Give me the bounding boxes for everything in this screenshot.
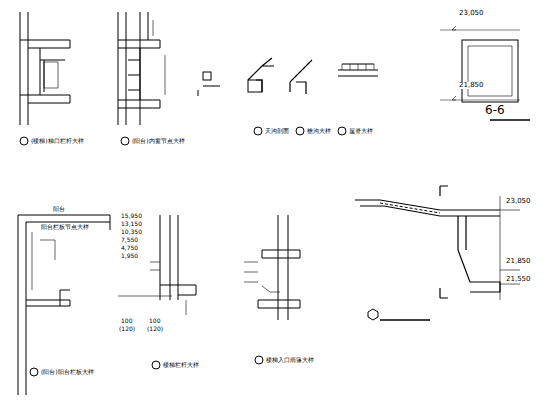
drawing-label: 4,750 bbox=[120, 245, 139, 251]
drawing-label: (阳台)内窗节点大样 bbox=[131, 138, 186, 144]
balcony-detail bbox=[18, 215, 110, 395]
drawing-label: 23,050 bbox=[505, 198, 532, 205]
drawing-label: 阳台栏板节点大样 bbox=[40, 224, 90, 230]
drawing-label: 楼梯入口雨篷大样 bbox=[265, 357, 315, 363]
drawing-label: (阳台)阳台栏板大样 bbox=[40, 369, 95, 375]
drawing-label: 7,550 bbox=[120, 237, 139, 243]
section-6-6 bbox=[440, 26, 530, 120]
stair-rail-elevation bbox=[118, 215, 196, 369]
drawing-label: 23,050 bbox=[458, 10, 485, 17]
drawing-label: 6-6 bbox=[484, 104, 506, 116]
gutter-details bbox=[198, 58, 378, 135]
drawing-label: 10,350 bbox=[120, 229, 143, 235]
drawing-label: 13,150 bbox=[120, 221, 143, 227]
entrance-canopy-detail bbox=[244, 215, 300, 364]
drawing-label: 21,850 bbox=[505, 258, 532, 265]
drawing-label: 天沟剖面 bbox=[264, 128, 290, 134]
drawing-label: 21,850 bbox=[458, 82, 485, 89]
drawing-label: 楼梯栏杆大样 bbox=[162, 362, 200, 368]
drawing-label: 15,950 bbox=[120, 213, 143, 219]
stair-section bbox=[355, 186, 520, 320]
drawing-label: 阳台 bbox=[52, 206, 66, 212]
drawing-label: 21,550 bbox=[505, 276, 532, 283]
drawing-label: 1,950 bbox=[120, 253, 139, 259]
drawing-label: 100 bbox=[148, 318, 161, 324]
drawing-label: 檐沟大样 bbox=[306, 128, 332, 134]
window-detail bbox=[118, 12, 165, 145]
drawing-label: (120) bbox=[118, 326, 136, 332]
drawing-label: (楼梯)梯口栏杆大样 bbox=[30, 138, 85, 144]
stair-rail-detail bbox=[20, 12, 70, 145]
drawing-label: 屋脊大样 bbox=[348, 128, 374, 134]
drawing-label: 100 bbox=[120, 318, 133, 324]
drawing-label: (120) bbox=[146, 326, 164, 332]
